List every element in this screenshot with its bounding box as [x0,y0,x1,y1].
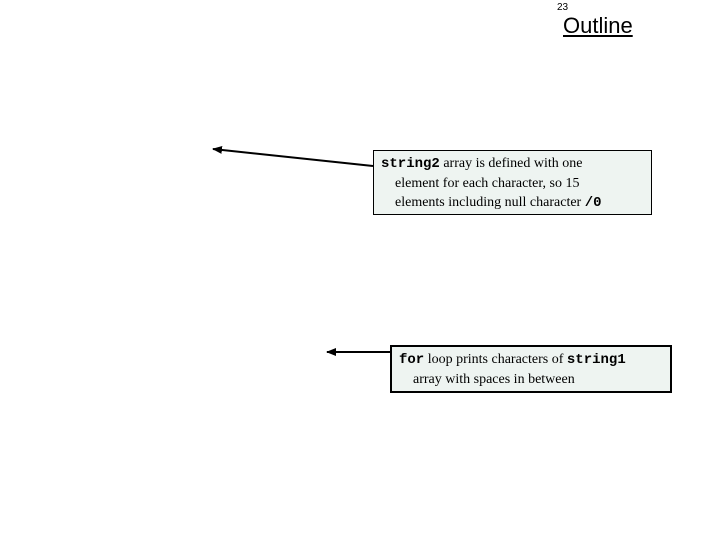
callout-text-line: array with spaces in between [399,370,665,389]
page-number: 23 [557,2,569,13]
leader-arrow-string2 [212,145,374,167]
code-term: string2 [381,156,440,172]
callout-text-segment: elements including null character [395,195,585,210]
callout-text-segment: element for each character, so 15 [395,176,580,191]
code-term: for [399,352,425,368]
page-title: Outline [563,13,633,38]
callout-text-segment: array with spaces in between [413,372,575,387]
callout-box-string2: string2 array is defined with one element… [373,150,652,215]
callout-text-line: for loop prints characters of string1 [399,350,665,370]
callout-text-line: elements including null character /0 [381,193,646,213]
callout-text-segment: array is defined with one [439,156,583,171]
callout-text-line: string2 array is defined with one [381,154,646,174]
code-term: string1 [566,352,626,368]
callout-box-for-loop: for loop prints characters of string1 arr… [390,345,672,393]
callout-text-line: element for each character, so 15 [381,174,646,193]
code-term: /0 [584,195,602,211]
callout-text-segment: loop prints characters of [424,352,567,367]
